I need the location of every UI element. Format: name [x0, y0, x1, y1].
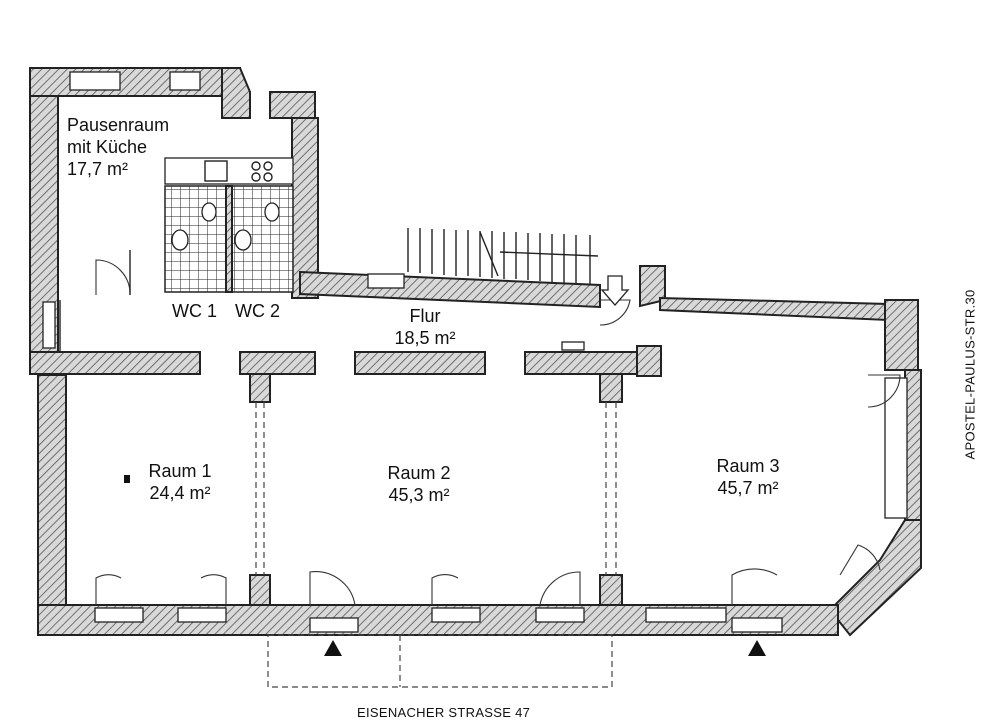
flur-window — [367, 273, 405, 289]
wall-raum3-corner — [828, 519, 922, 637]
wall-raum1-raum2-top — [249, 373, 271, 403]
wall-flur-north — [299, 270, 601, 309]
wall-corridor-south-1 — [29, 351, 201, 375]
toilet-2 — [264, 202, 280, 222]
sink — [204, 160, 228, 182]
wall-right-pause — [291, 117, 319, 299]
radiator — [561, 341, 585, 351]
raum1-area: 24,4 m² — [149, 483, 211, 503]
wc2-label: WC 2 — [235, 301, 280, 321]
raum1-name: Raum 1 — [148, 461, 212, 481]
entrance-triangle-icon — [324, 640, 342, 656]
street-right-label: APOSTEL-PAULUS-STR.30 — [962, 289, 978, 460]
pause-area: 17,7 m² — [67, 159, 129, 179]
raum3-label: Raum 3 45,7 m² — [693, 455, 803, 499]
front-windows — [69, 71, 783, 633]
pause-label: Pausenraum mit Küche 17,7 m² — [67, 114, 169, 180]
stove-burner — [251, 172, 261, 182]
raum3-area: 45,7 m² — [717, 478, 779, 498]
wc1-label: WC 1 — [172, 301, 217, 321]
bay-outline — [267, 634, 613, 688]
entrance-triangle-icon — [748, 640, 766, 656]
staircase — [407, 228, 599, 284]
stove-burner — [263, 172, 273, 182]
wall-raum2-raum3-top — [599, 373, 623, 403]
toilet-1 — [201, 202, 217, 222]
street-bottom-label: EISENACHER STRASSE 47 — [357, 705, 531, 720]
raum2-label: Raum 2 45,3 m² — [364, 462, 474, 506]
washbasin-2 — [234, 229, 252, 251]
wall-top-pause — [29, 67, 241, 97]
kitchen-counter — [164, 157, 294, 185]
raum1-label: Raum 1 24,4 m² — [125, 460, 235, 504]
wall-corridor-south-3 — [354, 351, 486, 375]
entrance-arrow-icon — [600, 275, 630, 306]
pause-name-2: mit Küche — [67, 137, 148, 157]
east-window — [884, 377, 908, 519]
wall-top-right-pause — [269, 91, 316, 119]
raum3-name: Raum 3 — [716, 456, 780, 476]
door-swings — [95, 250, 901, 606]
flur-area: 18,5 m² — [394, 328, 456, 348]
flur-name: Flur — [409, 306, 441, 326]
pause-name-1: Pausenraum — [67, 115, 170, 135]
wc-divider — [225, 185, 233, 293]
raum2-name: Raum 2 — [387, 463, 451, 483]
socket-icon — [124, 475, 130, 483]
partitions — [42, 300, 617, 688]
flur-label: Flur 18,5 m² — [370, 305, 480, 349]
stove-burner — [263, 161, 273, 171]
wall-flur-east — [636, 345, 662, 377]
wall-raum3-north — [659, 296, 889, 322]
raum2-area: 45,3 m² — [388, 485, 450, 505]
stove-burner — [251, 161, 261, 171]
washbasin-1 — [171, 229, 189, 251]
wall-corridor-south-2 — [239, 351, 316, 375]
wall-left-lower — [37, 374, 67, 636]
wall-raum3-ne — [884, 299, 919, 371]
wall-top-corner — [221, 67, 251, 119]
